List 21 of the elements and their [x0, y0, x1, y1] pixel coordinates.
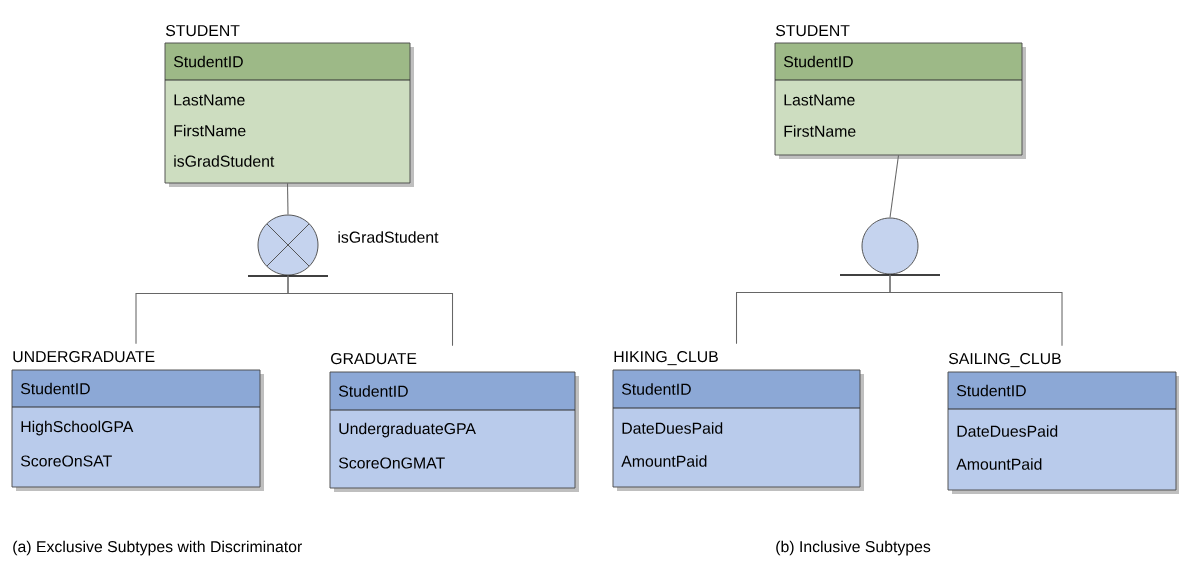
- caption: (a) Exclusive Subtypes with Discriminator: [13, 540, 302, 556]
- entity-box: HIKING_CLUB StudentID DateDuesPaid AmountPaid: [612, 350, 864, 491]
- entity-box: SAILING_CLUB StudentID DateDuesPaid AmountPaid: [947, 352, 1179, 494]
- node-label: SAILING_CLUB: [948, 352, 1061, 368]
- node-label: UNDERGRADUATE: [13, 350, 155, 363]
- node-label: GRADUATE: [331, 352, 417, 365]
- caption: (b) Inclusive Subtypes: [776, 540, 931, 556]
- connector-line: [287, 182, 289, 216]
- entity-box: GRADUATE StudentID UndergraduateGPA ScoreOnGMAT: [329, 352, 579, 492]
- connector-line: [287, 274, 454, 347]
- connector-line: [889, 273, 1063, 347]
- node-label: HIKING_CLUB: [614, 350, 718, 366]
- node-label: STUDENT: [775, 24, 850, 37]
- connector-line: [889, 154, 900, 219]
- discriminator-label: isGradStudent: [338, 231, 439, 243]
- entity-box: UNDERGRADUATE StudentID HighSchoolGPA ScoreOnSAT: [11, 350, 264, 491]
- entity-box: STUDENT StudentID LastName FirstName isGradStudent: [164, 24, 414, 187]
- node-label: STUDENT: [165, 24, 240, 37]
- category-symbol: [247, 214, 329, 277]
- category-symbol: [839, 217, 941, 276]
- entity-box: STUDENT StudentID LastName FirstName: [774, 24, 1026, 159]
